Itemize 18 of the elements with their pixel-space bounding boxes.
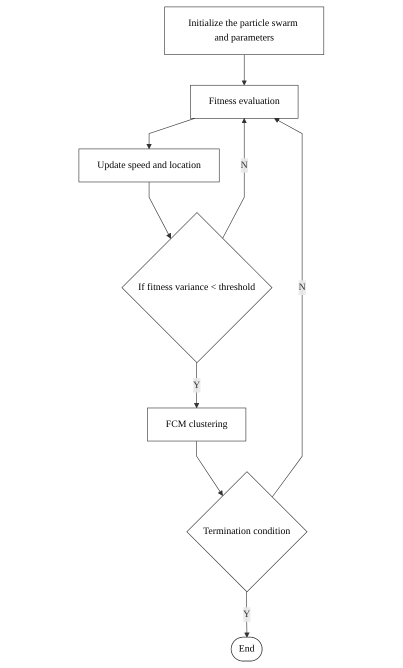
edge-label: Y [193,380,200,390]
edge-label: Y [243,609,250,620]
arrow [146,118,196,150]
edge-label: N [298,282,306,293]
arrow [244,592,250,638]
node-box: Update speed and location [78,148,220,182]
node-diamond: If fitness variance < threshold [122,212,273,364]
node-box: FCM clustering [147,408,246,442]
arrow [148,182,172,239]
edge-label: N [240,160,248,170]
arrow [222,118,248,239]
arrow [194,362,200,408]
node-box: Fitness evaluation [190,84,299,119]
node-box: Initialize the particle swarm and parameters [164,6,324,55]
arrow [196,440,224,496]
node-diamond: Termination condition [186,471,308,592]
arrow [272,118,303,498]
arrow [242,54,248,86]
